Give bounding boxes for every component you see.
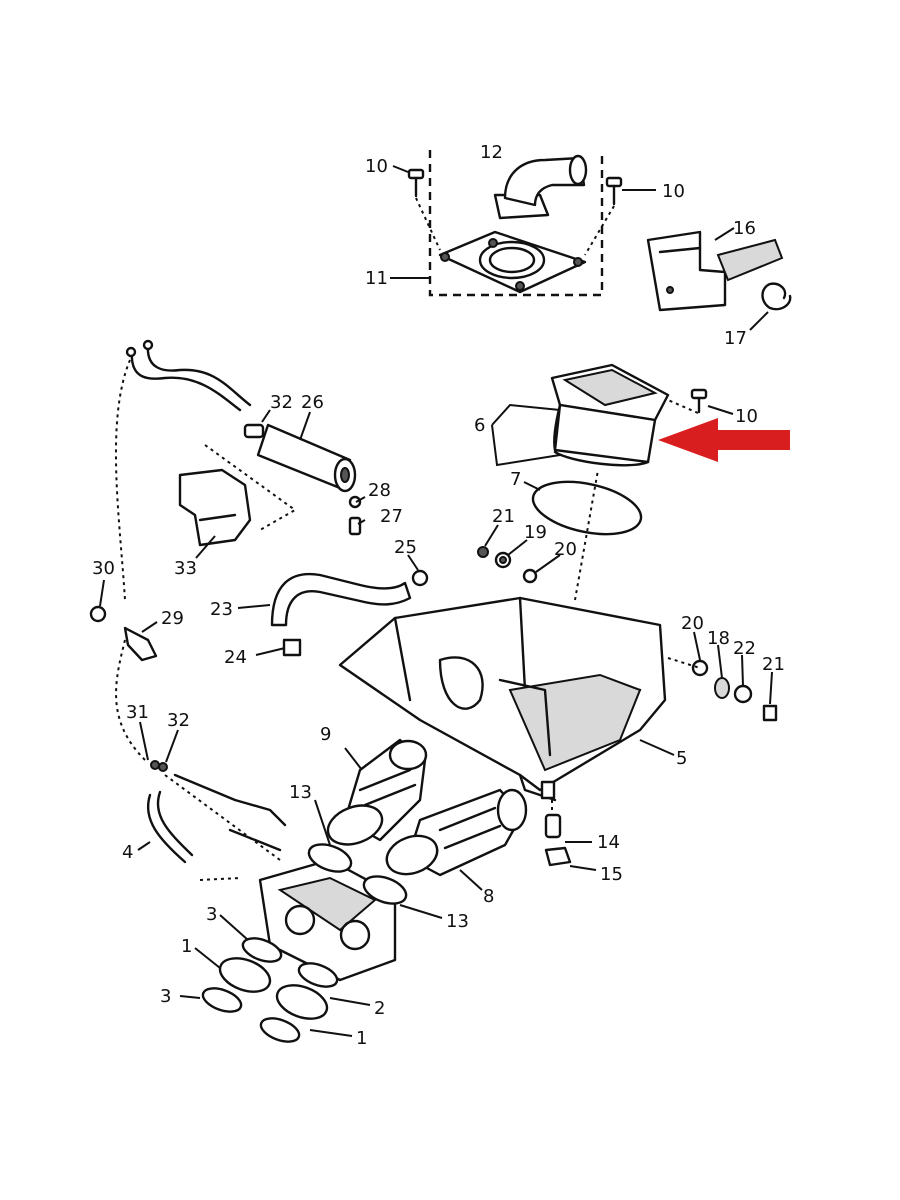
callout-27: 27 [380, 506, 403, 527]
parts-29-30-31-32 [89, 605, 168, 772]
carburetor-assembly [258, 858, 397, 982]
callout-10: 10 [365, 156, 388, 177]
part-33-bracket [178, 444, 297, 547]
callout-24: 24 [224, 647, 247, 668]
callout-7: 7 [510, 469, 521, 490]
callout-26: 26 [301, 392, 324, 413]
part-7-gasket [531, 480, 643, 536]
callout-4: 4 [122, 842, 133, 863]
part-3-1-2-boots [201, 937, 339, 1043]
callout-20: 20 [554, 539, 577, 560]
callout-31: 31 [126, 702, 149, 723]
callout-12: 12 [480, 142, 503, 163]
callout-29: 29 [161, 608, 184, 629]
part-16-bracket [646, 230, 784, 312]
callout-8: 8 [483, 886, 494, 907]
callout-20: 20 [681, 613, 704, 634]
callout-32: 32 [167, 710, 190, 731]
part-14-15-drain [544, 800, 572, 867]
part-13-clamps [307, 843, 408, 905]
callout-6: 6 [474, 415, 485, 436]
airbox-hardware [477, 469, 778, 722]
callout-11: 11 [365, 268, 388, 289]
highlight-arrow [658, 418, 790, 462]
callout-30: 30 [92, 558, 115, 579]
callout-17: 17 [724, 328, 747, 349]
callout-13: 13 [446, 911, 469, 932]
callout-1: 1 [181, 936, 192, 957]
small-fittings-27-28 [348, 495, 362, 536]
callout-16: 16 [733, 218, 756, 239]
leader-lines [99, 165, 773, 1037]
callout-23: 23 [210, 599, 233, 620]
part-5-airbox [338, 596, 667, 802]
callout-21: 21 [492, 506, 515, 527]
callout-10: 10 [735, 406, 758, 427]
callout-5: 5 [676, 748, 687, 769]
part-9-intake-boot [326, 738, 428, 846]
callout-3: 3 [206, 904, 217, 925]
part-4-hose [146, 790, 194, 864]
callout-32: 32 [270, 392, 293, 413]
callout-22: 22 [733, 638, 756, 659]
part-17-clip [761, 282, 792, 311]
callout-10: 10 [662, 181, 685, 202]
breather-hose [114, 339, 252, 761]
part-10-screws-top [407, 168, 623, 256]
callout-13: 13 [289, 782, 312, 803]
carburetor-lines [164, 773, 287, 881]
callout-15: 15 [600, 864, 623, 885]
callout-labels: 10 12 10 16 11 17 32 26 10 6 7 28 27 21 … [92, 142, 785, 1049]
part-12-elbow [493, 154, 588, 220]
callout-28: 28 [368, 480, 391, 501]
part-23-hose [270, 569, 429, 657]
inset-box [428, 150, 604, 297]
callout-19: 19 [524, 522, 547, 543]
callout-3: 3 [160, 986, 171, 1007]
callout-33: 33 [174, 558, 197, 579]
callout-2: 2 [374, 998, 385, 1019]
part-10-screw-right [667, 388, 708, 414]
callout-1: 1 [356, 1028, 367, 1049]
part-26-filter-canister [243, 423, 357, 493]
part-8-intake-boot [385, 788, 528, 877]
callout-14: 14 [597, 832, 620, 853]
part-11-flange [438, 230, 587, 294]
callout-18: 18 [707, 628, 730, 649]
callout-21: 21 [762, 654, 785, 675]
callout-9: 9 [320, 724, 331, 745]
callout-25: 25 [394, 537, 417, 558]
part-6-air-filter [550, 363, 670, 467]
